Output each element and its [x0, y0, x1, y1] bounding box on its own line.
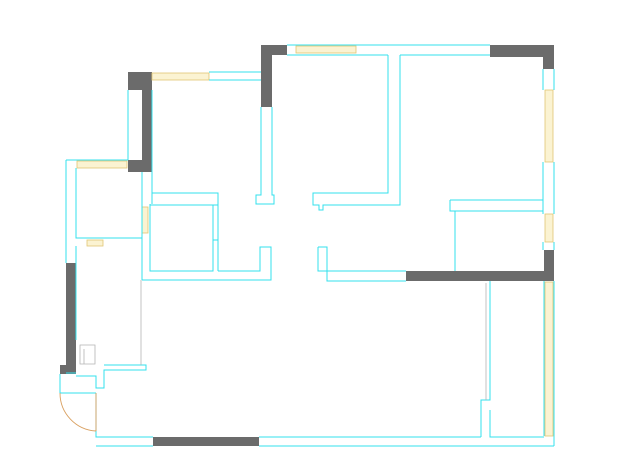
- outline-bedroom-left: [149, 90, 219, 206]
- window-top-center: [295, 45, 357, 54]
- outline-bedroom-center-wall: [255, 107, 275, 205]
- outline-top: [287, 44, 490, 56]
- outline-right-closet: [449, 199, 543, 271]
- thin-line-shoe-cabinet: [79, 344, 96, 365]
- window-right-upper: [544, 89, 554, 163]
- outline-center-room: [312, 55, 401, 211]
- outline-entry: [66, 246, 147, 389]
- outline-entry-lower: [59, 374, 96, 394]
- outline-corridor-right: [317, 246, 406, 282]
- outline-corridor-top: [142, 246, 272, 281]
- structural-wall-top-right: [490, 45, 554, 57]
- door-swing-arc: [59, 392, 97, 432]
- structural-wall-top-center-cap: [261, 45, 287, 55]
- outline-right-lower: [543, 281, 555, 436]
- window-left: [76, 160, 128, 169]
- structural-wall-top-right-post: [543, 45, 554, 69]
- window-inner-vertical: [141, 206, 149, 234]
- thin-lines: [79, 280, 487, 400]
- structural-wall-right-post: [544, 250, 554, 281]
- outline-bottom: [95, 281, 555, 447]
- entry-door: [59, 392, 97, 432]
- structural-wall-upper-left-foot: [128, 160, 152, 172]
- window-right-middle: [544, 213, 554, 243]
- structural-wall-left: [66, 263, 76, 373]
- outline-left-column: [65, 90, 143, 280]
- wall-outlines: [59, 44, 555, 447]
- window-small-left: [86, 239, 104, 247]
- structural-wall-upper-left: [142, 72, 152, 172]
- structural-wall-top-center: [261, 45, 272, 107]
- structural-wall-middle-right: [406, 271, 554, 281]
- structural-walls: [60, 45, 554, 446]
- outline-upper-left-room: [209, 71, 261, 81]
- structural-wall-bottom: [153, 437, 259, 446]
- window-right-lower: [544, 281, 554, 437]
- structural-wall-left-foot: [60, 365, 76, 374]
- window-upper-left: [151, 72, 210, 81]
- outline-right-room: [399, 55, 555, 250]
- outline-bath: [149, 205, 219, 272]
